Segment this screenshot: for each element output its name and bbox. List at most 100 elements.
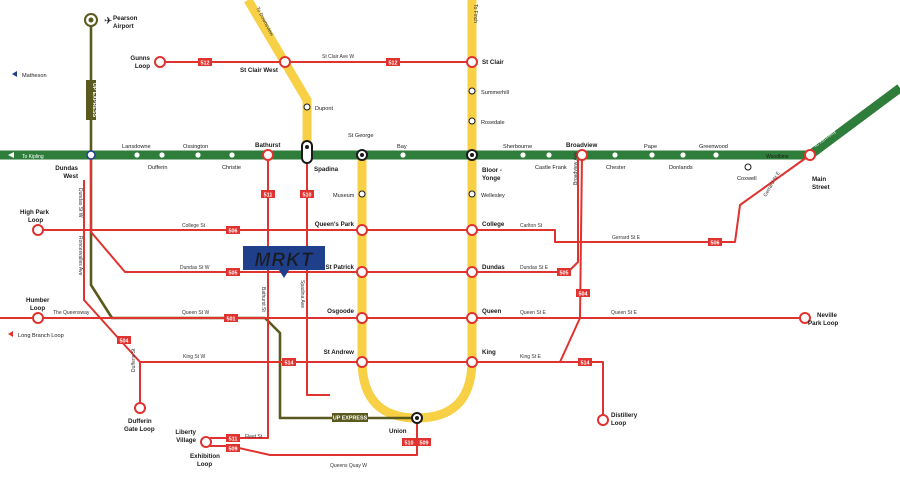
station-label: College [482, 221, 505, 228]
street-label: Dundas St E [520, 265, 549, 271]
station-marker[interactable] [356, 312, 368, 324]
street-label: Queen St E [520, 310, 547, 316]
street-label: Gerrard St E [763, 170, 783, 198]
station-interchange[interactable] [301, 140, 313, 164]
station-label: Pape [644, 144, 657, 150]
station-marker[interactable] [154, 56, 166, 68]
station-label: Museum [333, 193, 355, 199]
route-badge [578, 358, 592, 366]
station-marker[interactable] [466, 356, 478, 368]
station-dot[interactable] [159, 152, 165, 158]
mrkt-logo: MRKT [255, 250, 314, 271]
station-marker[interactable] [134, 402, 146, 414]
route-badge [226, 434, 240, 442]
route-badge [402, 438, 416, 446]
station-label: Ossington [183, 144, 208, 150]
station-dot[interactable] [546, 152, 552, 158]
street-label: Spadina Ave [299, 280, 305, 308]
route-badge-label: 504 [579, 291, 588, 297]
station-label: Street [812, 184, 830, 191]
station-marker[interactable] [356, 266, 368, 278]
station-interchange-core [88, 17, 94, 23]
minor-station-labels: Dupont Summerhill Rosedale St George Bay… [122, 90, 789, 199]
route-badge-label: 510 [303, 192, 312, 198]
line2-stations [134, 152, 719, 158]
station-marker[interactable] [262, 149, 274, 161]
station-label: Osgoode [327, 308, 354, 315]
route-badge [417, 438, 431, 446]
route-514 [139, 361, 604, 420]
up-express-tag-label: UP EXPRESS [333, 416, 368, 422]
station-dot[interactable] [229, 152, 235, 158]
station-marker[interactable] [32, 312, 44, 324]
route-badge-label: 512 [389, 60, 398, 66]
station-interchange-core [305, 145, 309, 149]
mrkt-location-marker[interactable]: MRKT [243, 246, 325, 278]
station-dot[interactable] [520, 152, 526, 158]
route-badge-label: 501 [227, 316, 236, 322]
station-label: Loop [611, 420, 626, 427]
station-interchange[interactable] [86, 150, 96, 160]
station-label: Queen [482, 308, 501, 315]
street-label: Carlton St [520, 223, 543, 229]
route-badge [300, 190, 314, 198]
route-badge [117, 336, 131, 344]
station-interchange-core [470, 153, 474, 157]
arrow-left-icon [8, 152, 14, 158]
station-marker[interactable] [279, 56, 291, 68]
street-label: Roncesvalles Ave [77, 236, 83, 276]
station-dot[interactable] [303, 103, 311, 111]
station-label: Christie [222, 165, 241, 171]
street-label: The Queensway [53, 310, 90, 316]
station-dot[interactable] [649, 152, 655, 158]
route-badge [226, 226, 240, 234]
station-dot[interactable] [134, 152, 140, 158]
station-marker[interactable] [597, 414, 609, 426]
station-marker[interactable] [200, 436, 212, 448]
station-dot[interactable] [358, 190, 366, 198]
up-express-tag [332, 413, 368, 422]
route-badge-label: 506 [711, 240, 720, 246]
route-badge-label: 512 [201, 60, 210, 66]
station-marker[interactable] [466, 266, 478, 278]
station-dot[interactable] [713, 152, 719, 158]
station-marker[interactable] [466, 312, 478, 324]
station-dot[interactable] [612, 152, 618, 158]
station-label: Rosedale [481, 120, 505, 126]
station-marker[interactable] [804, 149, 816, 161]
station-marker[interactable] [576, 149, 588, 161]
station-marker[interactable] [799, 312, 811, 324]
station-label: Chester [606, 165, 626, 171]
station-dot[interactable] [468, 87, 476, 95]
street-label: Broadview Ave [573, 152, 579, 185]
street-label: College St [182, 223, 206, 229]
interchanges [84, 13, 478, 424]
street-label: Queen St W [182, 310, 210, 316]
station-dot[interactable] [744, 163, 752, 171]
direction-label: To Finch [472, 4, 478, 23]
station-label: Summerhill [481, 90, 509, 96]
station-marker[interactable] [356, 356, 368, 368]
mrkt-logo-box[interactable] [243, 246, 325, 270]
station-label: Pearson [113, 15, 138, 22]
route-badge [282, 358, 296, 366]
station-dot[interactable] [680, 152, 686, 158]
station-label: Dundas [55, 165, 78, 172]
station-dot[interactable] [468, 190, 476, 198]
station-label: Humber [26, 297, 50, 304]
station-marker[interactable] [466, 56, 478, 68]
station-marker[interactable] [356, 224, 368, 236]
station-label: St Clair West [240, 67, 278, 74]
station-marker[interactable] [32, 224, 44, 236]
up-express-tag [86, 80, 96, 120]
station-label: Yonge [482, 175, 501, 182]
station-dot[interactable] [195, 152, 201, 158]
street-label: Dundas St W [180, 265, 210, 271]
street-label: Bathurst St [260, 287, 266, 312]
street-label: St Clair Ave W [322, 54, 354, 60]
station-marker[interactable] [466, 224, 478, 236]
station-label: Woodbine [766, 154, 789, 160]
station-dot[interactable] [400, 152, 406, 158]
station-dot[interactable] [468, 117, 476, 125]
route-badge-label: 506 [229, 228, 238, 234]
